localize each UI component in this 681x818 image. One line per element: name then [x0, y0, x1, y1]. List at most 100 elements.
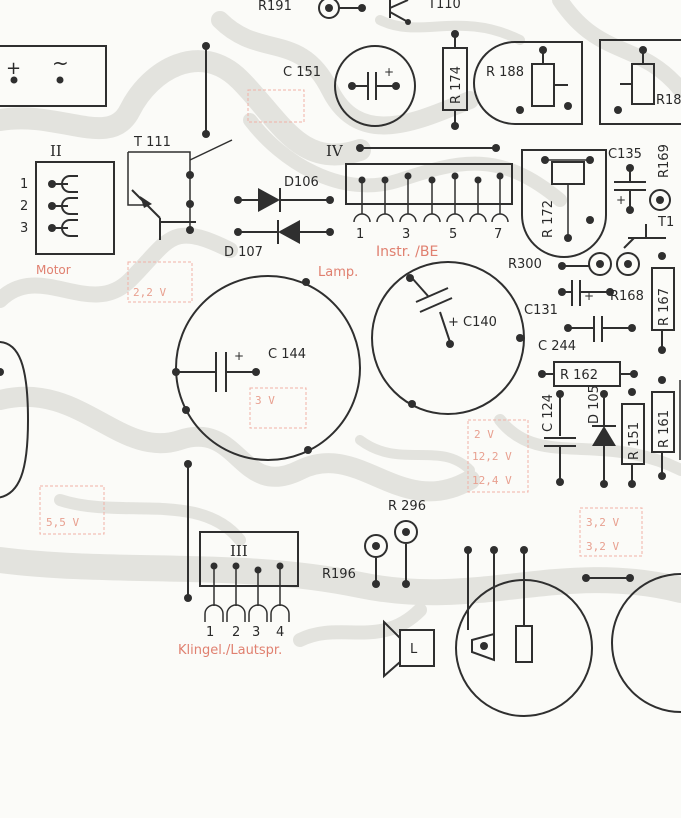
c151-label: C 151: [283, 65, 321, 80]
instr-be-label: Instr. /BE: [376, 244, 438, 260]
r18x-trimmer: R18: [599, 39, 681, 125]
iv-pin-7: 7: [494, 227, 502, 242]
voltage-box: [247, 89, 305, 123]
t110-label: T110: [427, 0, 461, 12]
voltage-box: [467, 419, 529, 493]
voltage-label: 12,4 V: [472, 474, 512, 487]
d106-diode: D106: [234, 175, 334, 212]
bottom-right-component: [582, 573, 681, 713]
iii-pin-4: 4: [276, 625, 284, 640]
svg-text:1: 1: [20, 177, 28, 192]
iv-pin-5: 5: [449, 227, 457, 242]
t1x-label: T1: [657, 215, 674, 230]
c244-capacitor: C 244: [538, 316, 636, 354]
iii-pin-3: 3: [252, 625, 260, 640]
r172-label: R 172: [541, 200, 556, 238]
r300-label: R300: [508, 257, 542, 272]
left-partial-component: [0, 341, 30, 499]
t1x-transistor: T1: [623, 215, 674, 249]
voltage-annotations: 2,2 V 3 V 2 V 12,2 V 12,4 V 3,2 V 3,2 V …: [39, 89, 643, 557]
connector-ii-pin-2: 2: [20, 197, 78, 215]
c151-capacitor: C 151 +: [283, 45, 416, 127]
d107-label: D 107: [224, 245, 263, 260]
voltage-label: 12,2 V: [472, 450, 512, 463]
c124-label: C 124: [541, 394, 556, 432]
r191-component: R191 T110: [258, 0, 461, 25]
t111-transistor: T 111: [127, 135, 233, 240]
voltage-box: [127, 261, 193, 303]
r167-resistor: R 167: [651, 252, 675, 354]
iii-pin-1: 1: [206, 625, 214, 640]
iii-pin-2: 2: [232, 625, 240, 640]
r191-label: R191: [258, 0, 292, 14]
connector-ii-pin-1: 1: [20, 175, 78, 193]
r296-label: R 296: [388, 499, 426, 514]
svg-text:+: +: [384, 65, 394, 79]
d107-diode: D 107: [224, 220, 334, 260]
svg-text:+: +: [234, 349, 244, 363]
r18x-label: R18: [656, 93, 681, 108]
r300-resistor: R300: [508, 252, 640, 276]
svg-text:+: +: [616, 193, 626, 207]
copper-traces: [0, 0, 681, 647]
c144-capacitor: + C 144: [172, 275, 361, 461]
voltage-label: 3,2 V: [586, 516, 619, 529]
connector-iv: IV 1 3 5 7 Instr. /BE Lamp.: [318, 142, 513, 280]
r151-label: R 151: [627, 422, 642, 460]
r162-resistor: R 162: [538, 361, 638, 387]
r196-resistor: R196: [322, 534, 388, 588]
c144-label: C 144: [268, 347, 306, 362]
d105-label: D 105: [587, 385, 602, 424]
c131-label: C131: [524, 303, 558, 318]
d106-label: D106: [284, 175, 319, 190]
r188-label: R 188: [486, 65, 524, 80]
connector-iii-label: III: [230, 542, 248, 560]
r174-resistor: R 174: [442, 30, 468, 130]
connector-iv-label: IV: [326, 142, 344, 160]
r168-label: R168: [610, 289, 644, 304]
c140-label: + C140: [448, 315, 497, 330]
c131-capacitor: C131 + R168: [524, 280, 644, 318]
c140-capacitor: + C140: [371, 261, 525, 415]
c135-label: C135: [608, 147, 642, 162]
r172-trimmer: R 172 C135: [521, 147, 642, 258]
jumper-wire: [202, 42, 210, 138]
iv-pin-3: 3: [402, 227, 410, 242]
connector-iii: III 1 2 3 4 Klingel./Lautspr.: [178, 531, 299, 658]
r151-resistor: R 151: [621, 388, 645, 488]
voltage-box: [579, 507, 643, 557]
plus-symbol: +: [6, 58, 21, 79]
speaker-l-label: L: [410, 642, 418, 657]
relay-component: [455, 546, 593, 717]
r161-resistor: R 161: [651, 376, 681, 480]
lamp-label: Lamp.: [318, 265, 358, 280]
svg-text:2: 2: [20, 199, 28, 214]
voltage-label: 5,5 V: [46, 516, 79, 529]
r188-trimmer: R 188: [473, 41, 583, 125]
speaker-symbol: L: [383, 619, 435, 679]
voltage-label: 2,2 V: [133, 286, 166, 299]
tilde-symbol: ~: [52, 51, 69, 75]
r167-label: R 167: [657, 288, 672, 326]
r169-label: R169: [657, 144, 672, 178]
r161-label: R 161: [657, 410, 672, 448]
t111-label: T 111: [133, 135, 171, 150]
r296-resistor: R 296: [388, 499, 426, 588]
voltage-label: 3 V: [255, 394, 275, 407]
jumper-wire-left: [184, 460, 192, 602]
voltage-label: 3,2 V: [586, 540, 619, 553]
voltage-box: [249, 387, 307, 429]
svg-text:+: +: [584, 289, 594, 303]
c135-capacitor: +: [614, 164, 646, 214]
c244-label: C 244: [538, 339, 576, 354]
r169-resistor: R169: [649, 144, 672, 211]
voltage-label: 2 V: [474, 428, 494, 441]
connector-ii-label: II: [50, 142, 62, 160]
connector-ii: II 1 2 3 Motor: [20, 142, 115, 277]
d105-diode: D 105: [587, 385, 616, 488]
r162-label: R 162: [560, 368, 598, 383]
iv-pin-1: 1: [356, 227, 364, 242]
r174-label: R 174: [449, 66, 464, 104]
